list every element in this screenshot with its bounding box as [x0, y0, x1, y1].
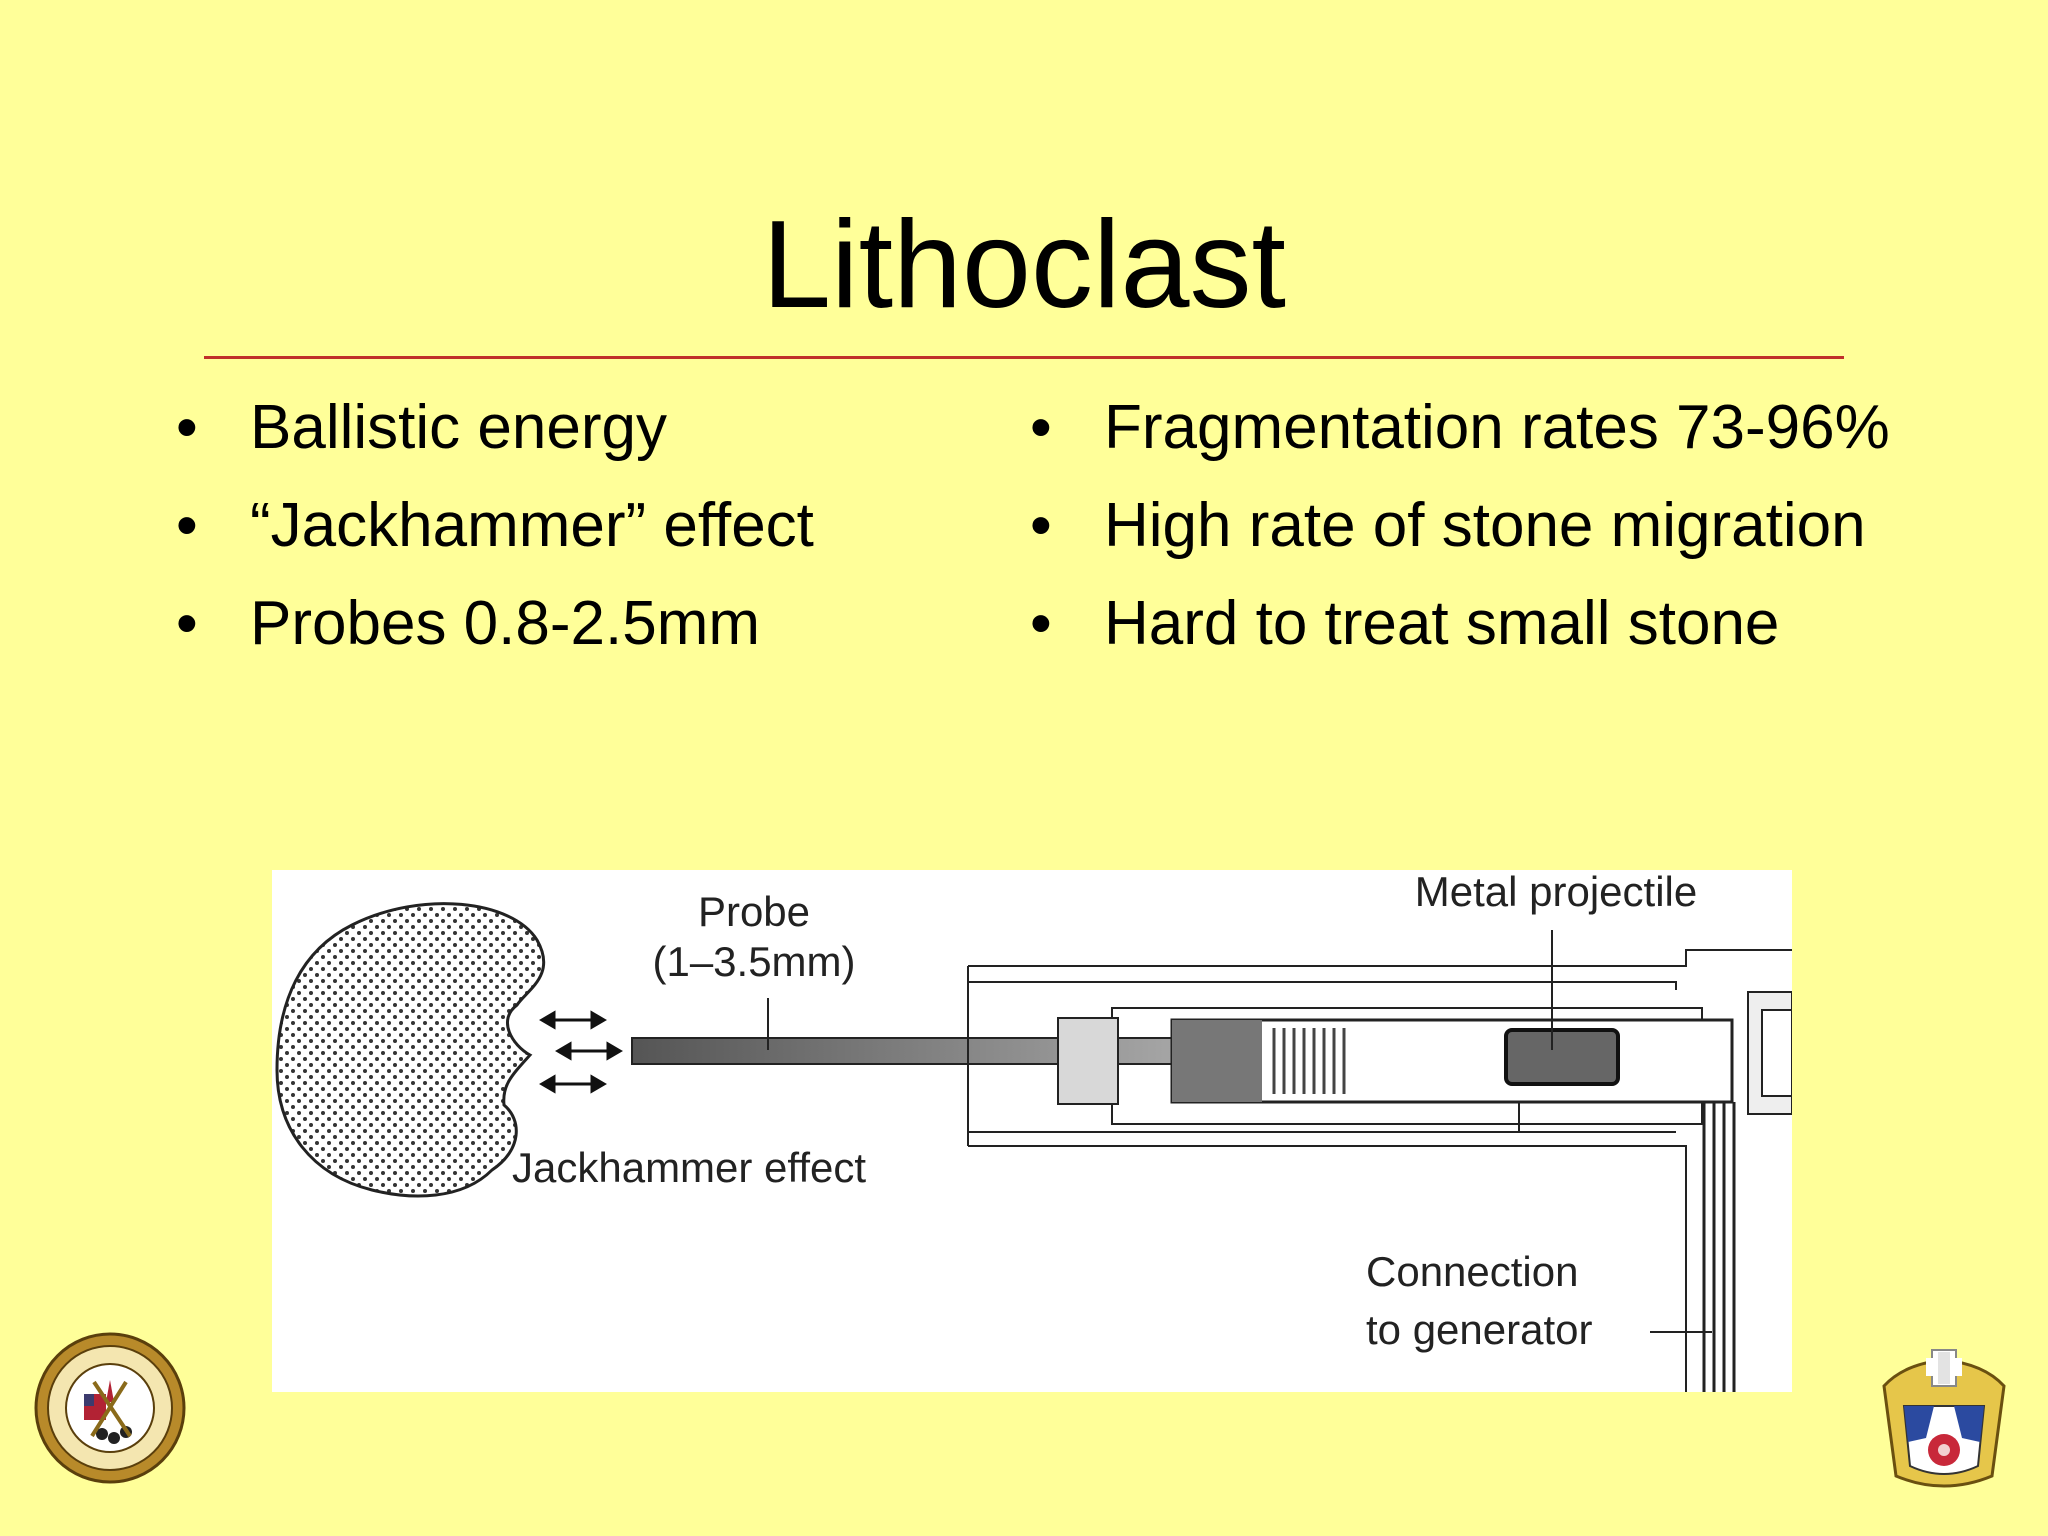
army-seal-logo: [34, 1332, 186, 1484]
connection-label: Connection: [1366, 1248, 1578, 1295]
bullet-item: Ballistic energy: [176, 388, 976, 468]
bullet-item: Probes 0.8-2.5mm: [176, 584, 976, 664]
jackhammer-effect-label: Jackhammer effect: [512, 1144, 866, 1191]
jackhammer-arrows: [539, 1010, 623, 1094]
unit-crest-logo: [1882, 1349, 2006, 1488]
left-bullet-list: Ballistic energy “Jackhammer” effect Pro…: [176, 388, 976, 682]
probe-label: Probe: [698, 888, 810, 935]
probe-size-label: (1–3.5mm): [652, 938, 855, 985]
lithoclast-diagram-svg: Probe (1–3.5mm) Metal projectile Jackham…: [275, 870, 1792, 1392]
lithoclast-diagram: Probe (1–3.5mm) Metal projectile Jackham…: [272, 870, 1792, 1392]
metal-projectile: [1504, 1028, 1620, 1086]
bullet-item: Fragmentation rates 73-96%: [1030, 388, 1890, 468]
spring: [1272, 1028, 1346, 1094]
right-bullet-list: Fragmentation rates 73-96% High rate of …: [1030, 388, 1890, 682]
stone-shape: [275, 902, 546, 1198]
slide-title: Lithoclast: [762, 196, 1286, 334]
bullet-item: “Jackhammer” effect: [176, 486, 976, 566]
generator-cable: [1650, 1102, 1736, 1392]
generator-label: to generator: [1366, 1306, 1593, 1353]
projectile-label: Metal projectile: [1415, 870, 1697, 915]
bullet-item: High rate of stone migration: [1030, 486, 1890, 566]
title-divider: [204, 356, 1844, 359]
bullet-item: Hard to treat small stone: [1030, 584, 1890, 664]
